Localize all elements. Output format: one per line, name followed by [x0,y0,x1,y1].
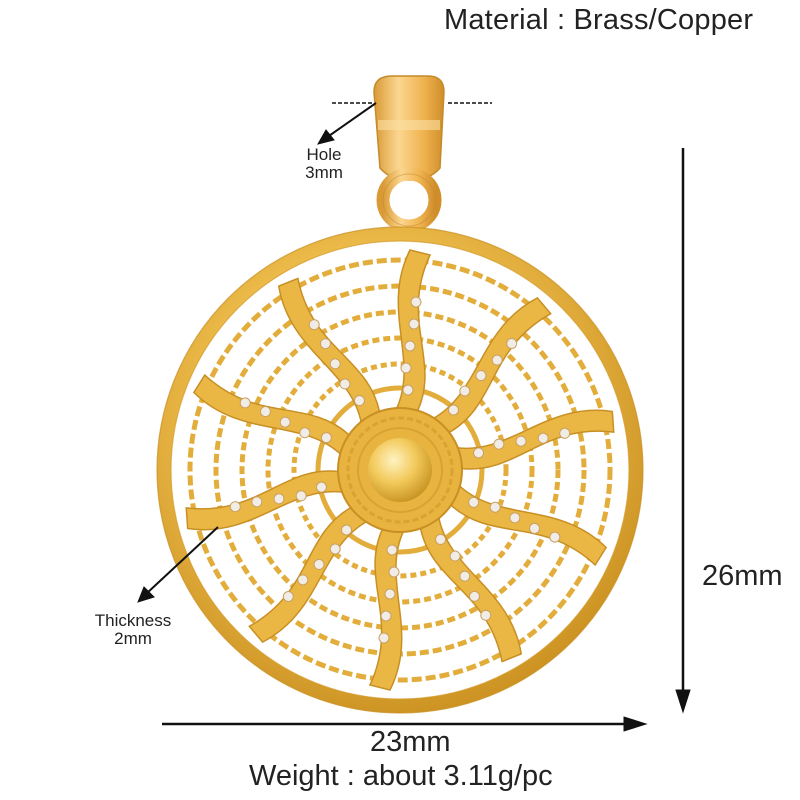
material-label: Material : Brass/Copper [444,4,754,36]
thickness-value: 2mm [114,629,152,648]
thickness-title: Thickness [94,611,172,630]
pendant-disc [156,226,644,714]
width-dimension: 23mm [370,726,451,758]
hole-label: Hole 3mm [296,146,352,182]
sun-rays [180,249,620,691]
height-dimension: 26mm [702,560,783,592]
hole-title: Hole [306,145,342,164]
hole-value: 3mm [305,163,343,182]
dimension-lines [137,102,691,732]
center-dome [368,438,432,502]
thickness-label: Thickness 2mm [78,612,188,648]
bail [373,75,445,233]
weight-label: Weight : about 3.11g/pc [249,760,553,792]
